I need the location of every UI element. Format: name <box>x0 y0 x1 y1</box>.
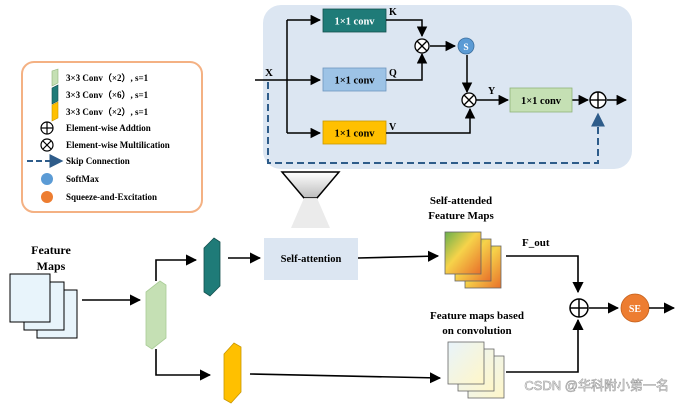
legend-label-5: Element-wise Multilication <box>66 140 170 150</box>
legend-circled-times-icon <box>40 138 54 152</box>
attention-panel <box>263 5 632 169</box>
se-label: SE <box>629 304 642 315</box>
legend-circled-plus-icon <box>40 121 54 135</box>
arrow-yellow-to-maps <box>249 372 442 384</box>
conv-maps-title-2: on convolution <box>442 325 511 337</box>
branch-connectors <box>155 254 212 381</box>
legend-box <box>21 61 203 213</box>
legend-label-7: SoftMax <box>66 174 99 184</box>
yellow-conv-block <box>223 342 242 404</box>
legend-label-4: Element-wise Addtion <box>66 123 151 133</box>
self-attended-feature-maps <box>444 231 502 289</box>
add-icon <box>589 91 607 109</box>
conv-maps-title-1: Feature maps based <box>430 310 524 322</box>
zoom-funnel-shadow <box>291 198 330 228</box>
input-branches <box>255 14 322 139</box>
k-conv-label: 1×1 conv <box>334 17 375 28</box>
v-conv-label: 1×1 conv <box>334 129 375 140</box>
legend-label-3: 3×3 Conv（×2）, s=1 <box>66 107 149 117</box>
light-green-conv-icon <box>51 68 59 87</box>
arrow-attention-to-maps <box>357 250 440 262</box>
teal-conv-block <box>203 237 221 297</box>
self-attention-box <box>264 238 358 280</box>
v-label: V <box>389 122 397 133</box>
k-label: K <box>389 7 397 18</box>
legend-label-8: Squeeze-and-Excitation <box>66 192 157 202</box>
skip-connection <box>267 82 605 164</box>
green-conv-block <box>145 280 167 350</box>
multiply-icon <box>414 38 430 54</box>
q-conv-label: 1×1 conv <box>334 76 375 87</box>
main-add-icon <box>569 298 589 318</box>
conv-feature-maps <box>447 341 505 399</box>
watermark: CSDN @华科附小第一名 <box>524 378 669 393</box>
f-out-label: F_out <box>522 237 550 249</box>
legend-label-1: 3×3 Conv（×2）, s=1 <box>66 73 149 83</box>
out-conv-box <box>509 87 573 113</box>
legend-label-6: Skip Connection <box>66 156 130 166</box>
feature-maps-title-1: Feature <box>31 243 71 257</box>
teal-conv-icon <box>51 84 59 105</box>
out-conv-label: 1×1 conv <box>521 96 562 107</box>
multiply-icon-2 <box>461 92 477 108</box>
yellow-conv-icon <box>51 101 59 122</box>
self-attention-label: Self-attention <box>281 254 342 265</box>
zoom-funnel <box>280 171 341 199</box>
q-label: Q <box>389 68 397 79</box>
softmax-node <box>457 37 475 55</box>
self-attended-title-1: Self-attended <box>430 195 492 207</box>
softmax-label: S <box>463 43 468 53</box>
legend-blue-circle-icon <box>41 173 53 185</box>
self-attended-title-2: Feature Maps <box>428 210 494 222</box>
legend-orange-circle-icon <box>41 191 53 203</box>
x-label: X <box>265 67 273 79</box>
y-label: Y <box>488 86 496 97</box>
input-feature-maps <box>9 273 78 339</box>
arrow-fout-to-add <box>506 255 584 294</box>
arrow-conv-to-add <box>506 318 584 373</box>
feature-maps-title-2: Maps <box>37 259 66 273</box>
legend-label-2: 3×3 Conv（×6）, s=1 <box>66 90 149 100</box>
